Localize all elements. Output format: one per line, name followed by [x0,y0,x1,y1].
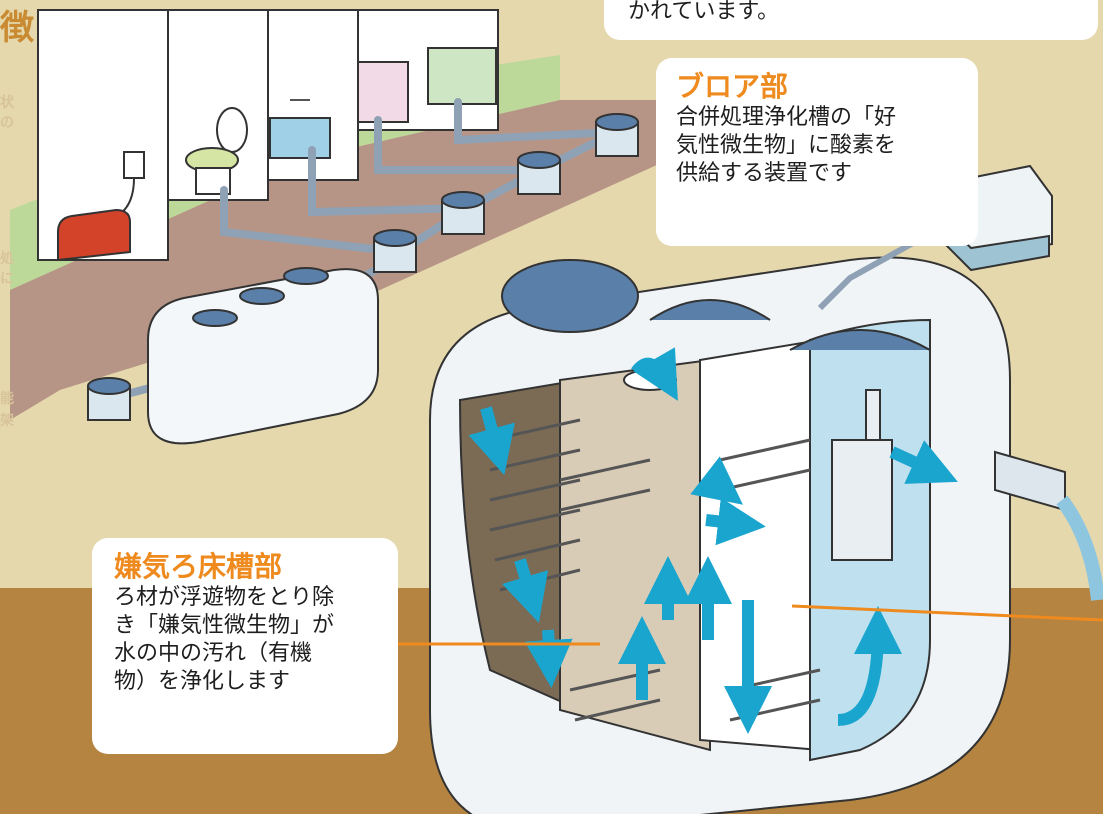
outlet-pipe [994,450,1103,601]
septic-tank-cutaway [429,256,1011,814]
small-septic-tank [147,267,379,445]
side-text-fragment: 処 [0,251,14,267]
side-text-fragment: に [0,271,14,287]
manhole-lid-icon [87,113,639,421]
anaerobic-callout-title: 嫌気ろ床槽部 [114,550,283,583]
flow-arrow-icon [468,347,958,734]
sink-icon [427,47,497,105]
anaerobic-callout-body: ろ材が浮遊物をとり除 き「嫌気性微生物」が 水の中の汚れ（有機 物）を浄化します [114,585,335,694]
top-callout: かれています。 [604,0,1098,40]
section-heading-fragment: 徴 [0,8,34,48]
side-text-fragment: 架 [0,413,14,429]
side-text-fragment: 状 [0,95,14,111]
filter-media [489,418,821,722]
blower-callout: ブロア部 合併処理浄化槽の「好 気性微生物」に酸素を 供給する装置です [656,58,978,246]
anaerobic-callout: 嫌気ろ床槽部 ろ材が浮遊物をとり除 き「嫌気性微生物」が 水の中の汚れ（有機 物… [92,538,398,754]
side-text-fragment: 能 [0,391,14,407]
water-heater-icon [357,61,409,123]
small-blower-icon [57,208,131,262]
top-callout-text: かれています。 [628,0,780,24]
side-text-fragment: の [0,115,14,131]
blower-callout-body: 合併処理浄化槽の「好 気性微生物」に酸素を 供給する装置です [676,105,897,186]
bathtub-icon [269,99,331,159]
blower-callout-title: ブロア部 [676,70,789,103]
